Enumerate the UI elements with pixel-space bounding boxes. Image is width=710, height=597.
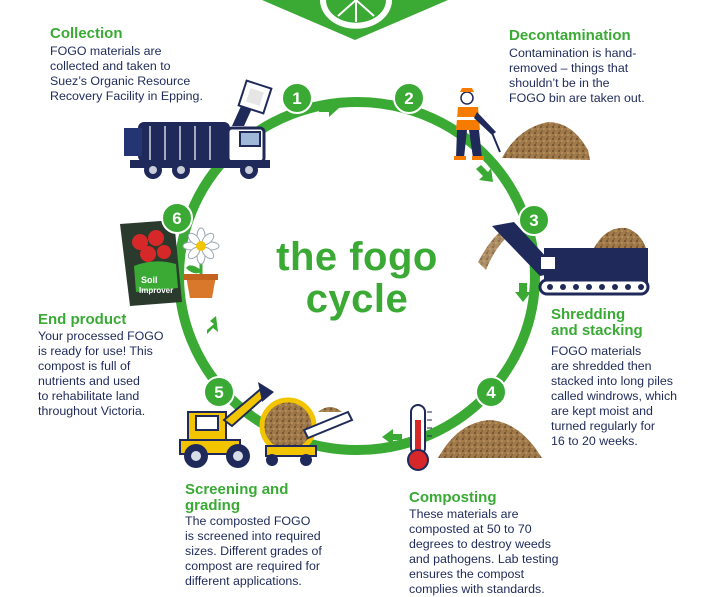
- step-6-title: End product: [38, 311, 127, 328]
- thermometer-icon: [407, 404, 432, 471]
- step-number-4: 4: [486, 383, 496, 402]
- compost-pile: [502, 122, 590, 160]
- step-1-description: FOGO materials are collected and taken t…: [50, 44, 203, 103]
- step-number-2: 2: [404, 89, 413, 108]
- windrow-pile: [438, 420, 542, 458]
- garbage-truck-icon: [124, 79, 273, 179]
- direction-arrows: [207, 99, 531, 445]
- step-badges: [161, 82, 550, 408]
- shredder-icon: [478, 222, 650, 296]
- step-number-5: 5: [214, 383, 223, 402]
- step-3-title: Shredding and stacking: [551, 306, 643, 339]
- title-line-1: the fogo: [276, 235, 438, 279]
- bag-label-line2: Improver: [139, 286, 173, 295]
- step-2-description: Contamination is hand- removed – things …: [509, 46, 645, 105]
- step-4-title: Composting: [409, 489, 497, 506]
- step-number-3: 3: [529, 211, 538, 230]
- compost-bag-icon: [120, 220, 182, 306]
- step-4-description: These materials are composted at 50 to 7…: [409, 507, 559, 596]
- step-2-title: Decontamination: [509, 27, 631, 44]
- step-5-description: The composted FOGO is screened into requ…: [185, 514, 322, 588]
- bag-label-line1: Soil: [141, 275, 158, 285]
- step-number-1: 1: [292, 89, 301, 108]
- step-3-description: FOGO materials are shredded then stacked…: [551, 344, 678, 448]
- lemon-slice-icon: [262, 0, 448, 40]
- worker-icon: [454, 88, 501, 160]
- page-title: the fogo cycle: [257, 236, 457, 320]
- title-line-2: cycle: [305, 277, 409, 321]
- step-6-description: Your processed FOGO is ready for use! Th…: [38, 329, 164, 418]
- flower-pot-icon: [182, 227, 220, 298]
- step-5-title: Screening and grading: [185, 481, 289, 514]
- step-1-title: Collection: [50, 25, 123, 42]
- step-number-6: 6: [172, 209, 181, 228]
- screening-machine-icon: [179, 382, 354, 468]
